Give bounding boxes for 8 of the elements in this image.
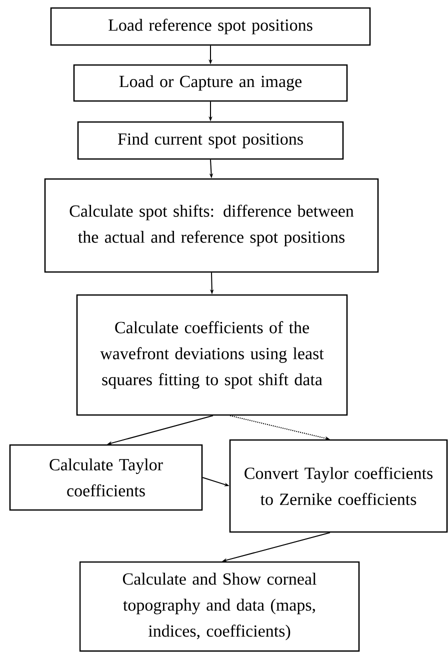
- process-box: Load reference spot positions: [50, 7, 371, 46]
- process-box: Convert Taylor coefficients to Zernike coefficients: [229, 439, 448, 533]
- process-box: Calculate coefficients of the wavefront deviations using least squares fitting to spot shift data: [76, 294, 348, 416]
- process-box: Calculate Taylor coefficients: [9, 444, 203, 511]
- process-box: Calculate spot shifts: difference between the actual and reference spot positions: [44, 178, 379, 273]
- process-box: Find current spot positions: [77, 121, 344, 160]
- process-box: Load or Capture an image: [73, 64, 348, 102]
- process-box: Calculate and Show corneal topography and data (maps, indices, coefficients): [79, 561, 360, 652]
